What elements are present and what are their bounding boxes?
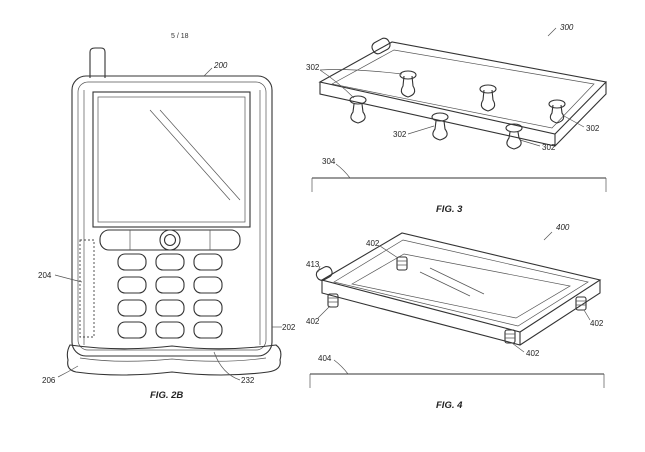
key: [193, 276, 223, 294]
key: [193, 321, 223, 339]
ref-302: 302: [393, 130, 407, 139]
slab-top: [320, 232, 602, 333]
ref-400: 400: [556, 223, 570, 232]
key: [117, 253, 147, 271]
bottom-cushion: [66, 344, 282, 376]
fig-2b-caption: FIG. 2B: [150, 390, 183, 401]
ref-200: 200: [213, 61, 228, 70]
key: [193, 253, 223, 271]
fig-3-suction-base: 300 302 302 302 302 304 FIG. 3: [306, 23, 608, 215]
phone-body: [71, 75, 273, 357]
ref-402: 402: [526, 349, 540, 358]
nav-dpad: [159, 229, 181, 251]
spring: [504, 329, 516, 344]
side-panel-dashed: [79, 239, 95, 338]
key: [193, 299, 223, 317]
ref-302: 302: [542, 143, 556, 152]
ref-413: 413: [306, 260, 320, 269]
phone-body-inner: [77, 81, 267, 351]
page-number: 5 / 18: [171, 33, 189, 40]
ref-302: 302: [586, 124, 600, 133]
spring: [396, 256, 408, 271]
ref-304: 304: [322, 157, 336, 166]
suction-cup: [505, 123, 523, 150]
key: [117, 299, 147, 317]
screen-inner: [97, 96, 246, 223]
connector-knob: [371, 37, 391, 55]
antenna: [89, 47, 106, 78]
key: [117, 321, 147, 339]
key: [155, 321, 185, 339]
fig-3-caption: FIG. 3: [436, 204, 463, 215]
suction-cup: [431, 112, 449, 141]
ref-232: 232: [241, 376, 255, 385]
fig-4-caption: FIG. 4: [436, 400, 463, 411]
suction-cup: [399, 70, 417, 98]
key: [155, 253, 185, 271]
suction-cup: [349, 95, 367, 124]
key: [155, 276, 185, 294]
ref-402: 402: [590, 319, 604, 328]
ref-402: 402: [306, 317, 320, 326]
ref-204: 204: [38, 271, 52, 280]
suction-cup: [479, 84, 497, 112]
key: [117, 276, 147, 294]
ref-206: 206: [42, 376, 56, 385]
ref-300: 300: [560, 23, 574, 32]
ref-302: 302: [306, 63, 320, 72]
keypad: [117, 253, 223, 339]
suction-cup: [548, 99, 566, 124]
spring: [327, 293, 339, 308]
fig-2b-phone: 200 204 202 206 232 FIG. 2B: [38, 47, 296, 401]
screen: [92, 91, 251, 228]
nav-bar: [99, 229, 241, 251]
ref-404: 404: [318, 354, 332, 363]
side-connector: [315, 266, 333, 281]
key: [155, 299, 185, 317]
nav-center-button: [163, 233, 177, 247]
inner-panel: [351, 253, 571, 319]
spring: [575, 296, 587, 311]
ref-202: 202: [282, 323, 296, 332]
fig-4-spring-base: 400 402 413 402 402 402 404 FIG. 4: [306, 223, 605, 411]
ref-402: 402: [366, 239, 380, 248]
